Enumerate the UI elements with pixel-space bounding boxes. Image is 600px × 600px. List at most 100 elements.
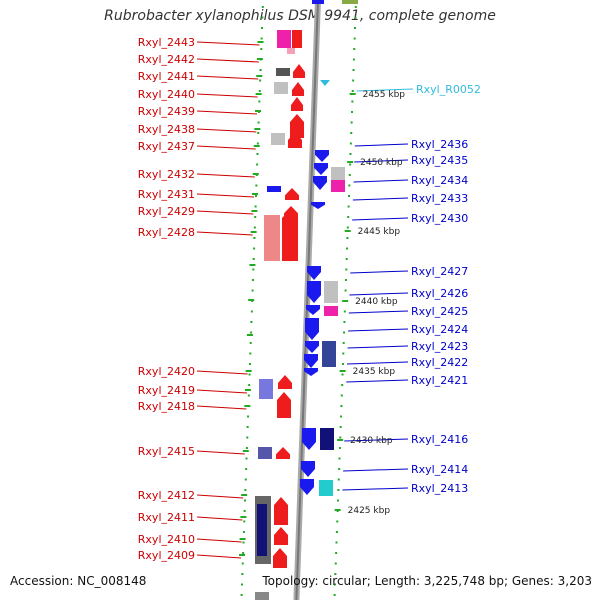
left-gene-label: Rxyl_2429 — [138, 205, 195, 218]
left-gene-label: Rxyl_2437 — [138, 140, 195, 153]
left-leader-line — [196, 193, 255, 198]
left-leader-line — [196, 389, 247, 394]
left-gene-label: Rxyl_2443 — [138, 36, 195, 49]
forward-gene — [282, 210, 298, 261]
reverse-gene — [305, 318, 319, 340]
inner-tick — [333, 583, 336, 586]
gene-feature — [312, 0, 324, 4]
left-gene-label: Rxyl_2442 — [138, 53, 195, 66]
inner-tick — [338, 457, 341, 460]
backbone-layer — [293, 0, 321, 600]
left-leader-line — [196, 538, 242, 543]
inner-tick — [349, 153, 352, 155]
gene-feature — [320, 428, 334, 450]
inner-tick — [339, 436, 342, 439]
outer-tick — [252, 268, 255, 271]
left-gene-label: Rxyl_2432 — [138, 168, 195, 181]
outer-tick — [259, 69, 262, 71]
inner-tick — [337, 499, 340, 502]
right-leader-line — [350, 270, 409, 274]
outer-major-tick — [253, 145, 260, 147]
inner-tick — [345, 258, 348, 260]
inner-tick — [336, 520, 339, 523]
inner-tick — [349, 142, 352, 145]
right-leader-line — [354, 143, 409, 147]
outer-tick — [252, 258, 255, 260]
right-leader-line — [347, 345, 409, 349]
inner-tick — [341, 363, 344, 365]
rna-feature — [320, 80, 330, 86]
right-leader-line — [353, 179, 409, 183]
reverse-gene — [302, 428, 316, 450]
left-leader-line — [196, 173, 255, 178]
left-gene-label: Rxyl_2441 — [138, 70, 195, 83]
inner-tick — [340, 415, 343, 418]
forward-gene — [291, 97, 303, 111]
inner-tick — [347, 216, 350, 218]
left-leader-line — [196, 93, 258, 98]
outer-tick — [247, 415, 250, 418]
right-leader-line — [356, 88, 414, 92]
outer-major-tick — [255, 93, 262, 95]
outer-major-tick — [254, 128, 261, 130]
reverse-gene — [304, 368, 318, 376]
inner-tick — [350, 121, 353, 124]
forward-gene — [290, 114, 304, 138]
inner-major-tick — [347, 161, 354, 163]
left-gene-label: Rxyl_2439 — [138, 105, 195, 118]
right-leader-line — [348, 310, 409, 314]
outer-tick — [242, 541, 245, 544]
outer-tick — [249, 342, 252, 344]
outer-tick — [251, 289, 254, 292]
right-gene-label: Rxyl_2427 — [411, 265, 468, 278]
outer-tick — [245, 447, 248, 449]
outer-major-tick — [252, 173, 259, 175]
outer-tick — [251, 279, 254, 281]
inner-tick — [334, 562, 337, 565]
inner-tick — [353, 37, 356, 40]
gene-feature — [287, 48, 295, 54]
gene-feature — [322, 341, 336, 367]
forward-gene — [293, 64, 305, 78]
forward-gene — [274, 497, 288, 525]
inner-tick — [354, 16, 357, 19]
outer-major-tick — [244, 389, 251, 391]
inner-tick — [341, 384, 344, 386]
left-gene-label: Rxyl_2409 — [138, 549, 195, 562]
inner-tick — [347, 205, 350, 208]
left-gene-label: Rxyl_2428 — [138, 226, 195, 239]
inner-major-tick — [349, 93, 356, 95]
inner-tick — [337, 489, 340, 491]
inner-tick — [342, 342, 345, 344]
inner-tick — [334, 573, 337, 575]
right-gene-label: Rxyl_2424 — [411, 323, 468, 336]
reverse-gene — [313, 176, 327, 190]
gene-feature — [274, 82, 288, 94]
outer-tick — [253, 237, 256, 239]
backbone-core — [295, 0, 319, 600]
outer-tick — [256, 142, 259, 145]
outer-major-tick — [250, 231, 257, 233]
right-gene-label: Rxyl_2421 — [411, 374, 468, 387]
reverse-gene — [304, 354, 318, 368]
right-leader-line — [352, 197, 409, 201]
outer-tick — [257, 132, 260, 134]
reverse-gene — [301, 461, 315, 477]
left-leader-line — [196, 554, 242, 559]
right-gene-label: Rxyl_R0052 — [416, 83, 481, 96]
outer-tick — [248, 384, 251, 386]
left-leader-line — [196, 516, 243, 521]
inner-tick — [341, 373, 344, 376]
forward-gene — [277, 392, 291, 418]
outer-major-tick — [239, 554, 246, 556]
inner-tick — [338, 447, 341, 449]
topology-text: Topology: circular; Length: 3,225,748 bp… — [262, 574, 592, 588]
inner-tick — [351, 90, 354, 92]
gene-feature — [331, 167, 345, 181]
left-leader-line — [196, 450, 245, 455]
reverse-gene — [311, 202, 325, 209]
left-gene-label: Rxyl_2431 — [138, 188, 195, 201]
inner-tick — [343, 321, 346, 323]
right-gene-label: Rxyl_2413 — [411, 482, 468, 495]
left-leader-line — [196, 145, 256, 150]
